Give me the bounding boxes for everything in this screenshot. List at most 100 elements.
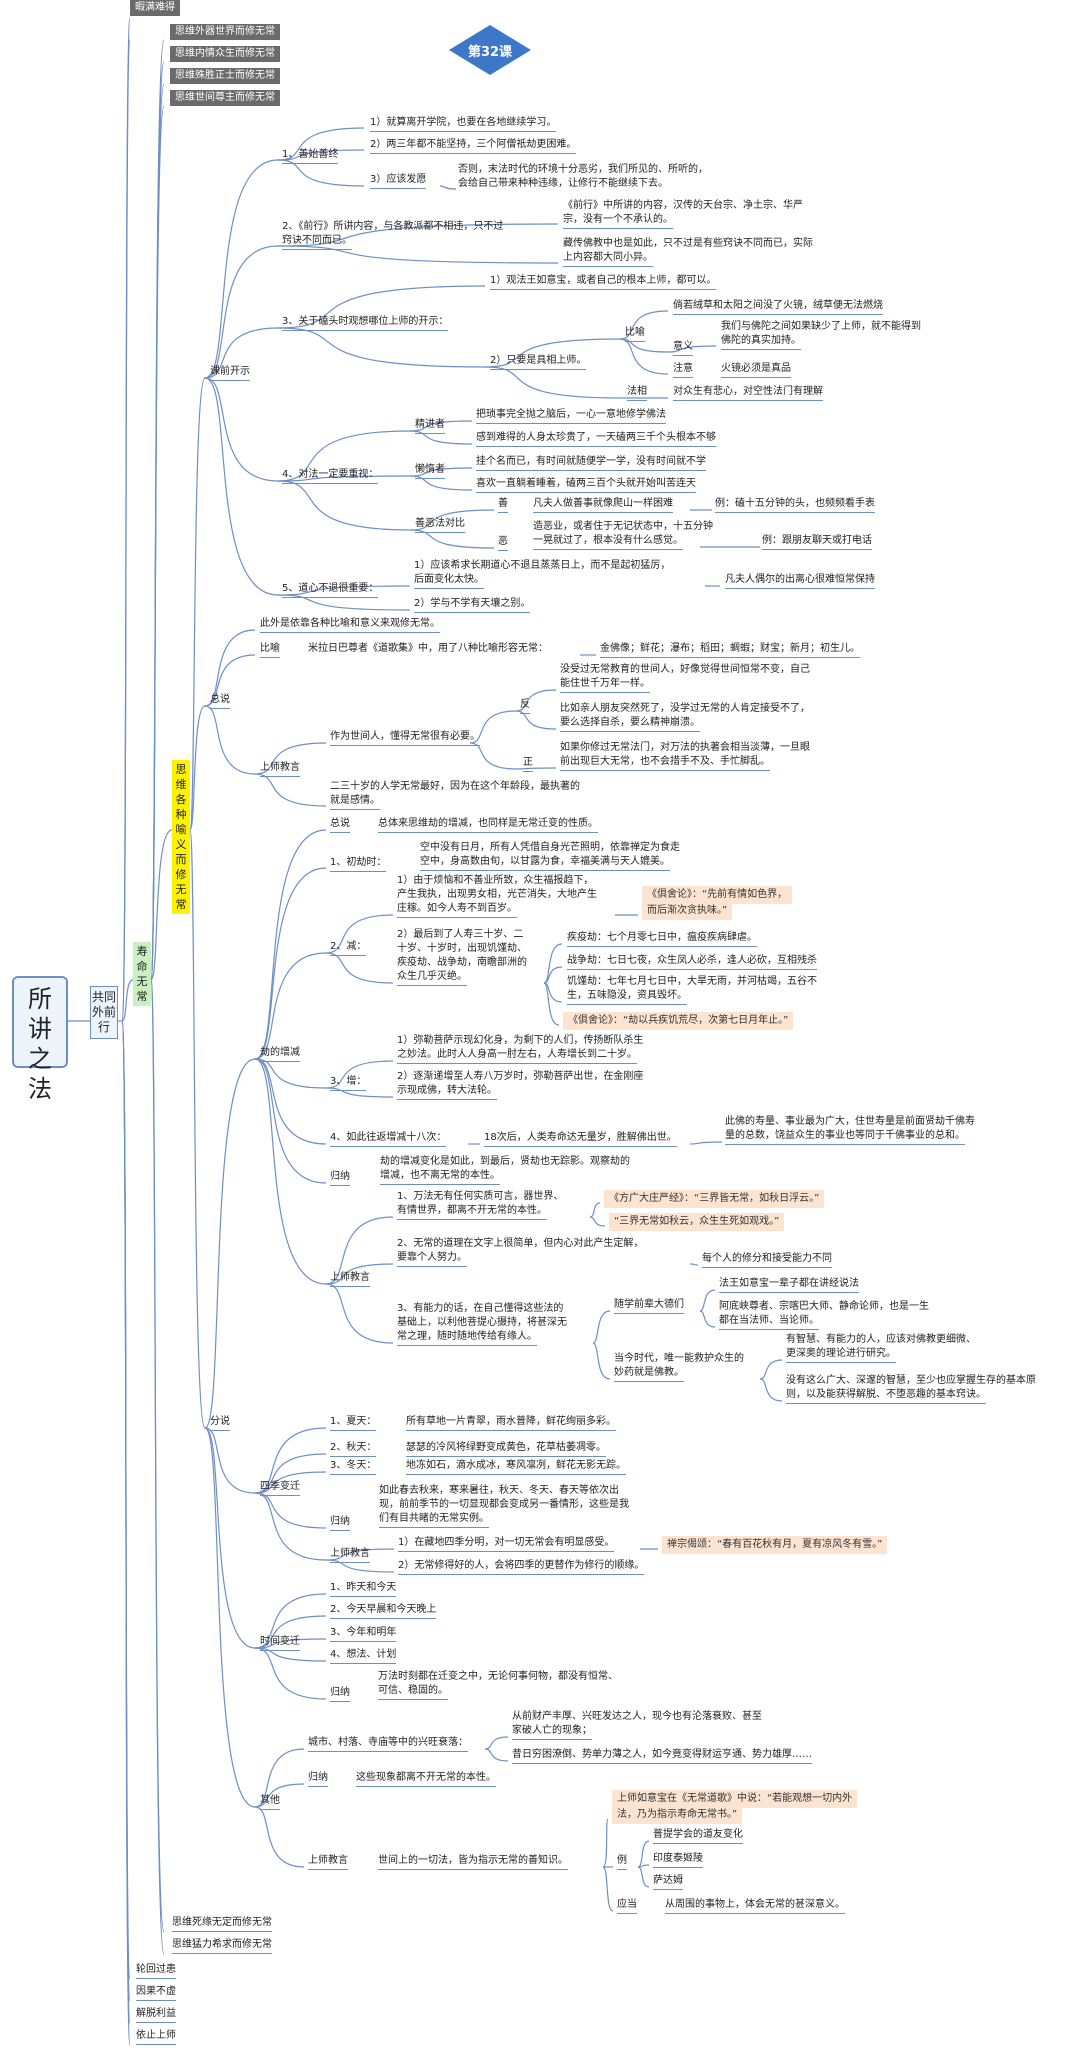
node-jie-jian_a-1[interactable]: 产生我执，出现男女相，光芒消失，大地产生 bbox=[397, 889, 597, 900]
node-fenshuo[interactable]: 分说 bbox=[210, 1415, 230, 1431]
node-kqks-s5-b[interactable]: 2）学与不学有天壤之别。 bbox=[414, 597, 531, 613]
node-zongshuo-zheng_text-0[interactable]: 如果你修过无常法门，对万法的执著会相当淡薄，一旦眼 bbox=[560, 742, 810, 753]
node-kqks-s1-items-0[interactable]: 1）就算离开学院，也要在各地继续学习。 bbox=[370, 116, 557, 132]
node-qita-cs1-1[interactable]: 家破人亡的现象； bbox=[512, 1724, 592, 1740]
node-qita-label[interactable]: 其他 bbox=[260, 1794, 280, 1810]
node-jie-jijin-1[interactable]: 生，五味隐没，资具毁坏。 bbox=[567, 989, 687, 1005]
node-jie-zhanzheng[interactable]: 战争劫：七日七夜，众生凤人必杀，逢人必砍，互相残杀 bbox=[567, 954, 817, 970]
node-siji-gn_t-0[interactable]: 如此春去秋来，寒来暑往，秋天、冬天、春天等依次出 bbox=[379, 1485, 619, 1496]
node-kqks-s3-label[interactable]: 3、关于磕头时观想哪位上师的开示： bbox=[282, 315, 449, 331]
node-jie-jian_b-3[interactable]: 众生几乎灭绝。 bbox=[397, 970, 467, 986]
node-kqks-s4-jjz_items-1[interactable]: 感到难得的人身太珍贵了，一天磕两三千个头根本不够 bbox=[476, 431, 716, 447]
node-tail_items-0[interactable]: 轮回过患 bbox=[136, 1963, 176, 1979]
node-bottom_items-1[interactable]: 思维猛力希求而修无常 bbox=[172, 1938, 272, 1954]
node-qita-q-0[interactable]: 上师如意宝在《无常道歌》中说：“若能观想一切内外 bbox=[612, 1790, 858, 1808]
node-qita-yd_t[interactable]: 从周围的事物上，体会无常的甚深意义。 bbox=[665, 1898, 845, 1914]
node-jie-zeng_a-1[interactable]: 之妙法。此时人人身高一肘左右，人寿增长到二十岁。 bbox=[397, 1048, 637, 1064]
node-tail_items-2[interactable]: 解脱利益 bbox=[136, 2007, 176, 2023]
node-jie-gn_text-1[interactable]: 增减，也不离无常的本性。 bbox=[380, 1169, 500, 1185]
node-qita-q-1[interactable]: 法，乃为指示寿命无常书。” bbox=[612, 1806, 743, 1824]
node-siji-sj2[interactable]: 2）无常修得好的人，会将四季的更替作为修行的顺缘。 bbox=[398, 1559, 645, 1575]
node-shijian-items-0[interactable]: 1、昨天和今天 bbox=[330, 1581, 397, 1597]
node-kqks-s2-label-0[interactable]: 2、《前行》所讲内容，与各教派都不相违，只不过 bbox=[282, 221, 504, 232]
node-jie-dj-1[interactable]: 妙药就是佛教。 bbox=[614, 1366, 684, 1382]
node-jie-gn_text-0[interactable]: 劫的增减变化是如此，到最后，贤劫也无踪影。观察劫的 bbox=[380, 1156, 630, 1167]
node-shijian-label[interactable]: 时间变迁 bbox=[260, 1635, 300, 1651]
node-jie-wang_b-1[interactable]: 量的总数，饶益众生的事业也等同于千佛事业的总和。 bbox=[725, 1129, 965, 1145]
node-zongshuo-biyu[interactable]: 比喻 bbox=[260, 642, 280, 658]
node-kqks-s3-yi_text-1[interactable]: 佛陀的真实加持。 bbox=[721, 334, 801, 350]
node-kqks-s4-se[interactable]: 善恶法对比 bbox=[415, 517, 465, 533]
node-kqks-s4-e_text-0[interactable]: 造恶业，或者住于无记状态中，十五分钟 bbox=[533, 521, 713, 532]
node-kqks-s5-label[interactable]: 5、道心不退很重要： bbox=[282, 582, 379, 598]
node-kqks-s4-shan_ex[interactable]: 例：磕十五分钟的头，也频频看手表 bbox=[715, 497, 875, 513]
node-jie-dj1-1[interactable]: 更深奥的理论进行研究。 bbox=[786, 1347, 896, 1363]
node-jie-jian[interactable]: 2、减： bbox=[330, 940, 367, 956]
node-jie-jijin-0[interactable]: 饥馑劫：七年七月七日中，大旱无雨，并河枯竭，五谷不 bbox=[567, 976, 817, 987]
node-bottom_items-0[interactable]: 思维死缘无定而修无常 bbox=[172, 1916, 272, 1932]
node-siji-label[interactable]: 四季变迁 bbox=[260, 1480, 300, 1496]
node-jie-wang_a[interactable]: 18次后，人类寿命达无量岁，胜解佛出世。 bbox=[484, 1131, 677, 1147]
node-jie-cj_text-0[interactable]: 空中没有日月，所有人凭借自身光芒照明，依靠禅定为食走 bbox=[420, 842, 680, 853]
node-tail_items-3[interactable]: 依止上师 bbox=[136, 2029, 176, 2045]
node-kqks-s3-biyu[interactable]: 比喻 bbox=[625, 326, 645, 342]
node-shijian-gn[interactable]: 归纳 bbox=[330, 1686, 350, 1702]
node-siji-gn_t-1[interactable]: 现，前前季节的一切显现都会变成另一番情形，这些是我 bbox=[379, 1499, 629, 1510]
node-kqks-s3-fuxiang[interactable]: 法相 bbox=[627, 385, 647, 401]
node-jie-jian_a_quote-1[interactable]: 而后渐次贪执味。” bbox=[642, 902, 733, 920]
node-jie-cj[interactable]: 1、初劫时： bbox=[330, 856, 387, 872]
node-zongshuo-label[interactable]: 总说 bbox=[210, 693, 230, 709]
node-zongshuo-fan_items-1-1[interactable]: 要么选择自杀，要么精神崩溃。 bbox=[560, 716, 700, 732]
node-jie-jian_a-0[interactable]: 1）由于烦恼和不善业所致，众生福报趋下， bbox=[397, 875, 594, 886]
node-zongshuo-sjj_a[interactable]: 作为世间人，懂得无常很有必要。 bbox=[330, 730, 480, 746]
node-siji-dong_t[interactable]: 地冻如石，滴水成冰，寒风凛冽，鲜花无影无踪。 bbox=[406, 1459, 626, 1475]
node-jie-sx[interactable]: 随学前辈大德们 bbox=[614, 1298, 684, 1314]
node-kqks-s4-label[interactable]: 4、对法一定要重视： bbox=[282, 468, 379, 484]
node-jie-gn[interactable]: 归纳 bbox=[330, 1170, 350, 1186]
node-kqks-s2-items-1-1[interactable]: 上内容都大同小异。 bbox=[563, 251, 653, 267]
node-jie-dj2-1[interactable]: 则，以及能获得解脱、不堕恶趣的基本窍诀。 bbox=[786, 1388, 986, 1404]
node-zongshuo-sjj_b-0[interactable]: 二三十岁的人学无常最好，因为在这个年龄段，最执著的 bbox=[330, 781, 580, 792]
node-qita-cs[interactable]: 城市、村落、寺庙等中的兴旺衰落： bbox=[308, 1736, 468, 1752]
node-kqks-s3-a[interactable]: 1）观法王如意宝，或者自己的根本上师，都可以。 bbox=[490, 274, 717, 290]
node-kqks-s4-e[interactable]: 恶 bbox=[498, 535, 508, 551]
node-kqks-s4-ldz[interactable]: 懒惰者 bbox=[415, 463, 445, 479]
node-siji-qiu[interactable]: 2、秋天： bbox=[330, 1441, 377, 1457]
node-siji-xia[interactable]: 1、夏天： bbox=[330, 1415, 377, 1431]
node-kqks-s4-shan[interactable]: 善 bbox=[498, 497, 508, 513]
node-jie-sj1-1[interactable]: 有情世界，都离不开无常的本性。 bbox=[397, 1204, 547, 1220]
node-jie-jian_b-1[interactable]: 十岁、十岁时，出现饥馑劫、 bbox=[397, 943, 527, 954]
node-jie-sj[interactable]: 上师教言 bbox=[330, 1271, 370, 1287]
node-jie-zeng_b-0[interactable]: 2）逐渐递增至人寿八万岁时，弥勒菩萨出世，在金刚座 bbox=[397, 1071, 644, 1082]
l1-node[interactable]: 共同外前行 bbox=[90, 986, 118, 1039]
node-kqks-s4-e_text-1[interactable]: 一晃就过了，根本没有什么感觉。 bbox=[533, 534, 683, 550]
node-siji-sj1[interactable]: 1）在藏地四季分明，对一切无常会有明显感受。 bbox=[398, 1536, 615, 1552]
node-shijian-gn_t-1[interactable]: 可信、稳固的。 bbox=[378, 1684, 448, 1700]
node-jie-jian_a-2[interactable]: 庄稼。如今人寿不到百岁。 bbox=[397, 902, 517, 918]
node-jie-zeng_a-0[interactable]: 1）弥勒菩萨示现幻化身，为剩下的人们，传扬断队杀生 bbox=[397, 1035, 644, 1046]
node-kqks-s3-b[interactable]: 2）只要是具相上师。 bbox=[490, 354, 587, 370]
node-siji-dong[interactable]: 3、冬天： bbox=[330, 1459, 377, 1475]
node-shijian-items-3[interactable]: 4、想法、计划 bbox=[330, 1648, 397, 1664]
node-jie-sj1-0[interactable]: 1、万法无有任何实质可言，器世界、 bbox=[397, 1191, 564, 1202]
node-zongshuo-sjj_b-1[interactable]: 就是感情。 bbox=[330, 794, 380, 810]
node-jie-zeng_b-1[interactable]: 示现成佛，转大法轮。 bbox=[397, 1084, 497, 1100]
node-jie-sj1_q1[interactable]: 《方广大庄严经》：“三界皆无常，如秋日浮云。” bbox=[604, 1190, 825, 1208]
node-jie-zs[interactable]: 总说 bbox=[330, 817, 350, 833]
node-jie-cj_text-1[interactable]: 空中，身高数由旬，以甘露为食，幸福美满与天人媲美。 bbox=[420, 855, 670, 871]
node-shijian-gn_t-0[interactable]: 万法时刻都在迁变之中，无论何事何物，都没有恒常、 bbox=[378, 1671, 618, 1682]
node-jie-sj2-0[interactable]: 2、无常的道理在文字上很简单，但内心对此产生定解， bbox=[397, 1238, 644, 1249]
node-qita-cs2[interactable]: 昔日穷困潦倒、势单力薄之人，如今竟变得财运亨通、势力雄厚…… bbox=[512, 1748, 812, 1764]
node-jie-dj2-0[interactable]: 没有这么广大、深邃的智慧，至少也应掌握生存的基本原 bbox=[786, 1375, 1036, 1386]
node-kqks-s1-items-2[interactable]: 3）应该发愿 bbox=[370, 173, 427, 189]
node-zongshuo-fan[interactable]: 反 bbox=[520, 698, 530, 714]
node-kqks-s3-yi_text-0[interactable]: 我们与佛陀之间如果缺少了上师，就不能得到 bbox=[721, 321, 921, 332]
node-zongshuo-fan_items-0-1[interactable]: 能住世千万年一样。 bbox=[560, 677, 650, 693]
node-kqks-s2-items-0-1[interactable]: 宗，没有一个不承认的。 bbox=[563, 213, 673, 229]
node-top_items-3[interactable]: 思维殊胜正士而修无常 bbox=[170, 68, 280, 84]
node-zongshuo-fan_items-0-0[interactable]: 没受过无常教育的世间人，好像觉得世间恒常不变，自己 bbox=[560, 664, 810, 675]
node-jie-sj3-1[interactable]: 基础上，以利他菩提心摄持，将甚深无 bbox=[397, 1317, 567, 1328]
node-qita-li_items-1[interactable]: 印度泰姬陵 bbox=[653, 1852, 703, 1868]
node-siji-gn_t-2[interactable]: 们有目共睹的无常实例。 bbox=[379, 1512, 489, 1528]
node-jie-sj2_note[interactable]: 每个人的修分和接受能力不同 bbox=[702, 1252, 832, 1268]
